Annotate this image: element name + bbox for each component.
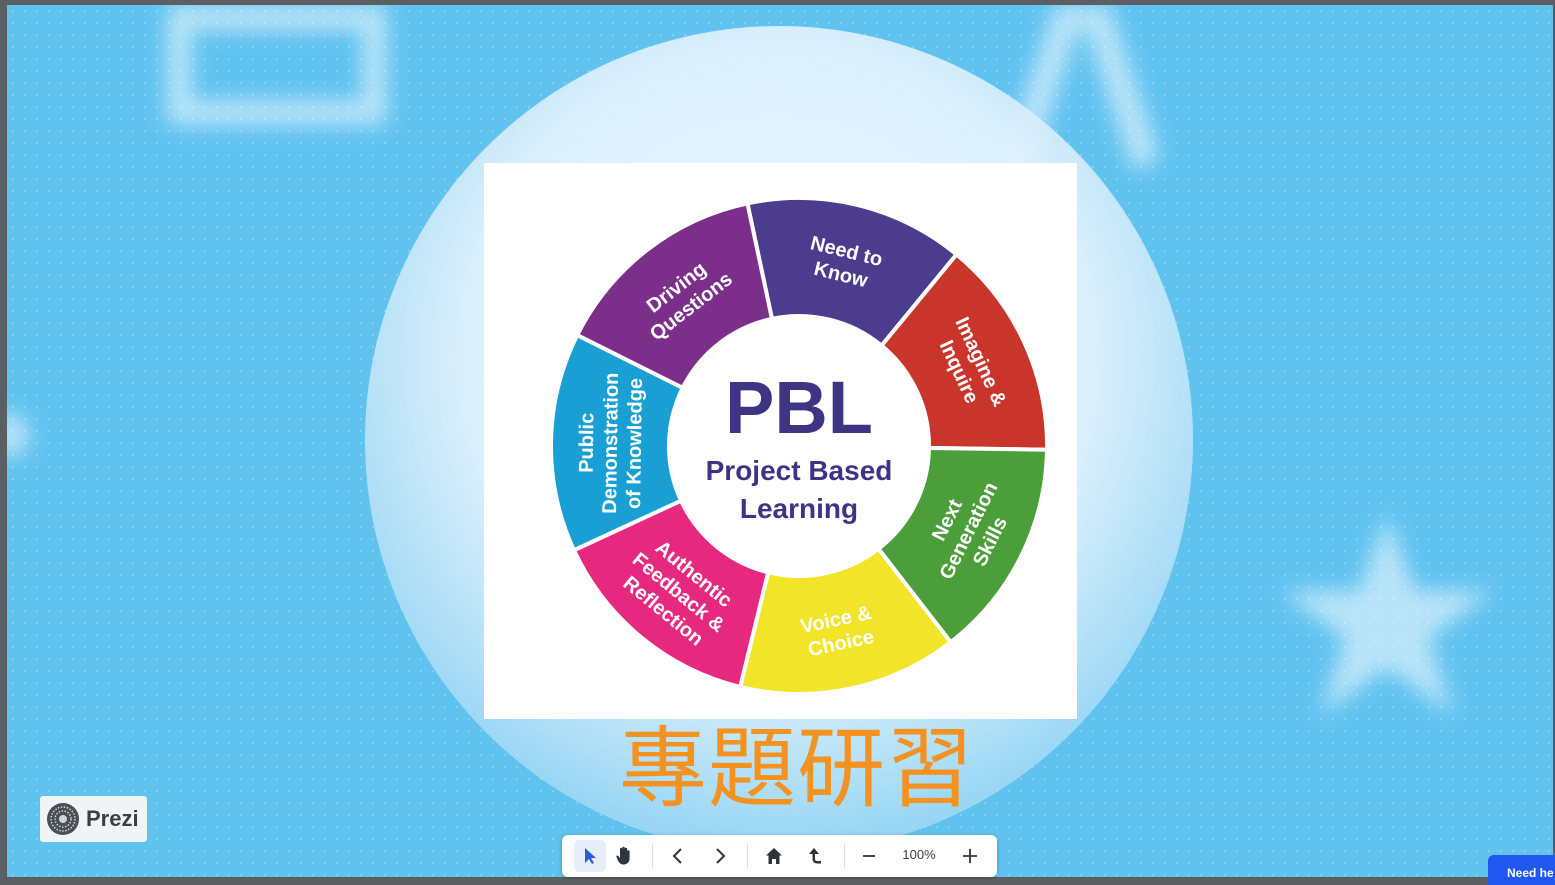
prezi-logo-badge[interactable]: Prezi (40, 796, 147, 842)
background-shape-icon (7, 413, 29, 457)
toolbar-divider (747, 843, 748, 869)
next-button[interactable] (704, 840, 736, 872)
zoom-out-button[interactable] (853, 840, 885, 872)
pbl-segment (574, 201, 775, 391)
pbl-center-circle (671, 318, 927, 574)
home-button[interactable] (758, 840, 790, 872)
back-up-arrow-icon (809, 848, 821, 864)
need-help-button[interactable]: Need he (1488, 855, 1555, 885)
prezi-logo-label: Prezi (86, 806, 139, 831)
zoom-in-button[interactable] (954, 840, 986, 872)
pbl-subtitle-line1: Project Based (705, 455, 893, 486)
presentation-toolbar: 100% (562, 835, 997, 877)
hand-icon (616, 846, 630, 865)
hand-tool-button[interactable] (608, 840, 640, 872)
pbl-title: PBL (725, 366, 873, 449)
slide-caption: 專題研習 (618, 717, 975, 820)
pointer-tool-button[interactable] (574, 840, 606, 872)
toolbar-divider (844, 843, 845, 869)
zoom-level-readout: 100% (902, 847, 936, 862)
chevron-left-icon (672, 848, 682, 864)
pbl-segment-label: PublicDemonstrationof Knowledge (575, 372, 647, 514)
toolbar-divider (652, 843, 653, 869)
background-letter-icon (1002, 5, 1157, 170)
pbl-segment-label: NextGenerationSkills (914, 468, 1024, 594)
previous-button[interactable] (662, 840, 694, 872)
background-frame-icon (167, 5, 387, 125)
background-star-icon (1282, 515, 1492, 715)
minus-icon (863, 855, 875, 857)
chevron-right-icon (716, 848, 726, 864)
back-button[interactable] (800, 840, 832, 872)
prezi-logo-icon (47, 803, 79, 835)
pbl-subtitle-line2: Learning (739, 493, 859, 524)
home-icon (766, 848, 782, 864)
cursor-arrow-icon (585, 848, 596, 864)
plus-icon (963, 849, 977, 863)
